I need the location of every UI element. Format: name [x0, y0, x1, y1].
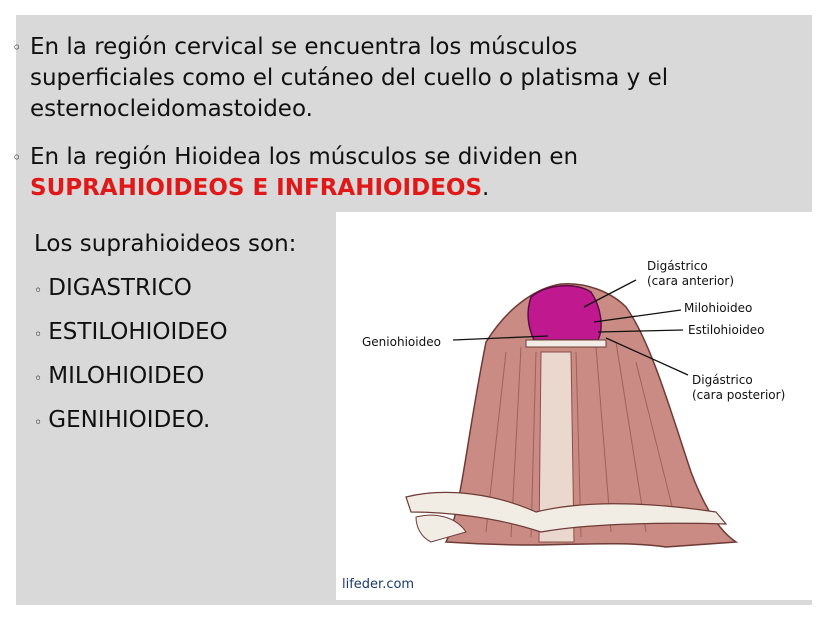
trachea-shape	[538, 351, 575, 543]
list-item: ◦ ESTILOHIOIDEO	[34, 310, 334, 354]
bullet-marker-icon: ◦	[34, 371, 43, 387]
label-digastrico-anterior: Digástrico	[647, 259, 708, 273]
bullet-text: En la región Hioidea los músculos se div…	[30, 144, 579, 170]
hyoid-bone	[525, 339, 607, 348]
leader-lines	[452, 279, 689, 376]
neck-muscle-shape	[444, 283, 739, 548]
highlight-text: SUPRAHIOIDEOS E INFRAHIOIDEOS	[30, 175, 483, 201]
bullet-marker-icon: ◦	[34, 327, 43, 343]
clavicle-shape	[405, 491, 728, 533]
bullet-text: superficiales como el cutáneo del cuello…	[30, 65, 669, 91]
bullet-tail: .	[482, 175, 490, 201]
credit-text: lifeder.com	[342, 577, 414, 592]
label-digastrico-anterior-sub: (cara anterior)	[647, 274, 734, 288]
bullet-hioidea: ◦ En la región Hioidea los músculos se d…	[12, 142, 790, 204]
bullet-marker-icon: ◦	[34, 415, 43, 431]
bullet-text-line: SUPRAHIOIDEOS E INFRAHIOIDEOS.	[30, 173, 790, 204]
suprahioideos-list: Los suprahioideos son: ◦ DIGASTRICO ◦ ESTI…	[34, 222, 334, 442]
scapula-shape	[415, 514, 467, 543]
label-digastrico-posterior-sub: (cara posterior)	[692, 388, 785, 402]
label-estilohioideo: Estilohioideo	[688, 323, 765, 337]
list-item: ◦ DIGASTRICO	[34, 266, 334, 310]
bullet-marker-icon: ◦	[12, 38, 22, 57]
list-item: ◦ MILOHIOIDEO	[34, 354, 334, 398]
neck-muscles-figure: Digástrico (cara anterior) Milohioideo E…	[336, 212, 812, 600]
bullet-marker-icon: ◦	[12, 148, 22, 167]
list-heading: Los suprahioideos son:	[34, 231, 297, 257]
label-milohioideo: Milohioideo	[684, 301, 752, 315]
bullet-marker-icon: ◦	[34, 283, 43, 299]
label-geniohioideo: Geniohioideo	[362, 335, 441, 349]
list-item-label: DIGASTRICO	[48, 275, 192, 301]
list-item-label: MILOHIOIDEO	[48, 363, 205, 389]
list-item-label: ESTILOHIOIDEO	[48, 319, 228, 345]
bullet-text: esternocleidomastoideo.	[30, 96, 313, 122]
list-item-label: GENIHIOIDEO.	[48, 407, 211, 433]
bullet-text: En la región cervical se encuentra los m…	[30, 34, 578, 60]
bullet-cervical: ◦ En la región cervical se encuentra los…	[12, 32, 790, 125]
neck-anatomy-illustration: Digástrico (cara anterior) Milohioideo E…	[342, 259, 785, 592]
suprahyoid-highlight	[527, 284, 602, 341]
label-digastrico-posterior: Digástrico	[692, 373, 753, 387]
list-item: ◦ GENIHIOIDEO.	[34, 398, 334, 442]
